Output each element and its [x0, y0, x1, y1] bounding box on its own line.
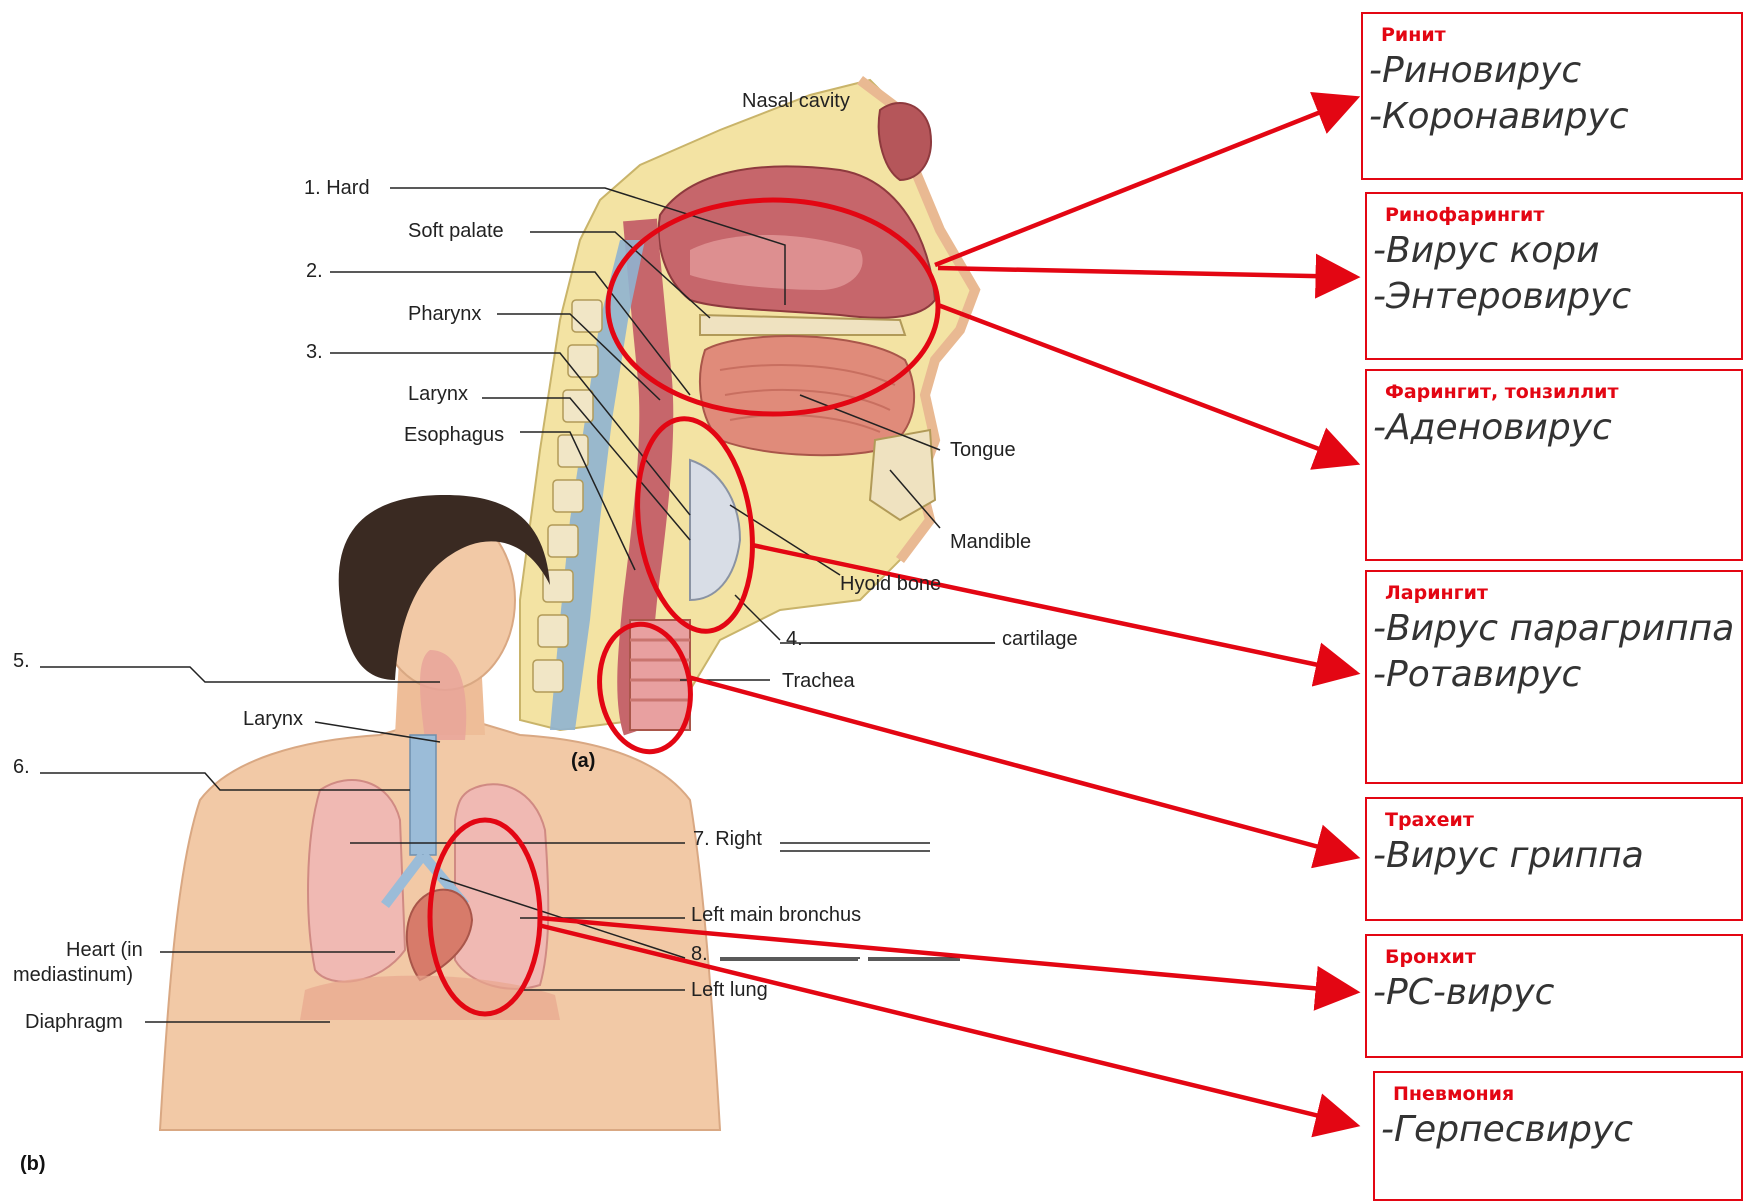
- answer-blank-lines: [0, 0, 1743, 1191]
